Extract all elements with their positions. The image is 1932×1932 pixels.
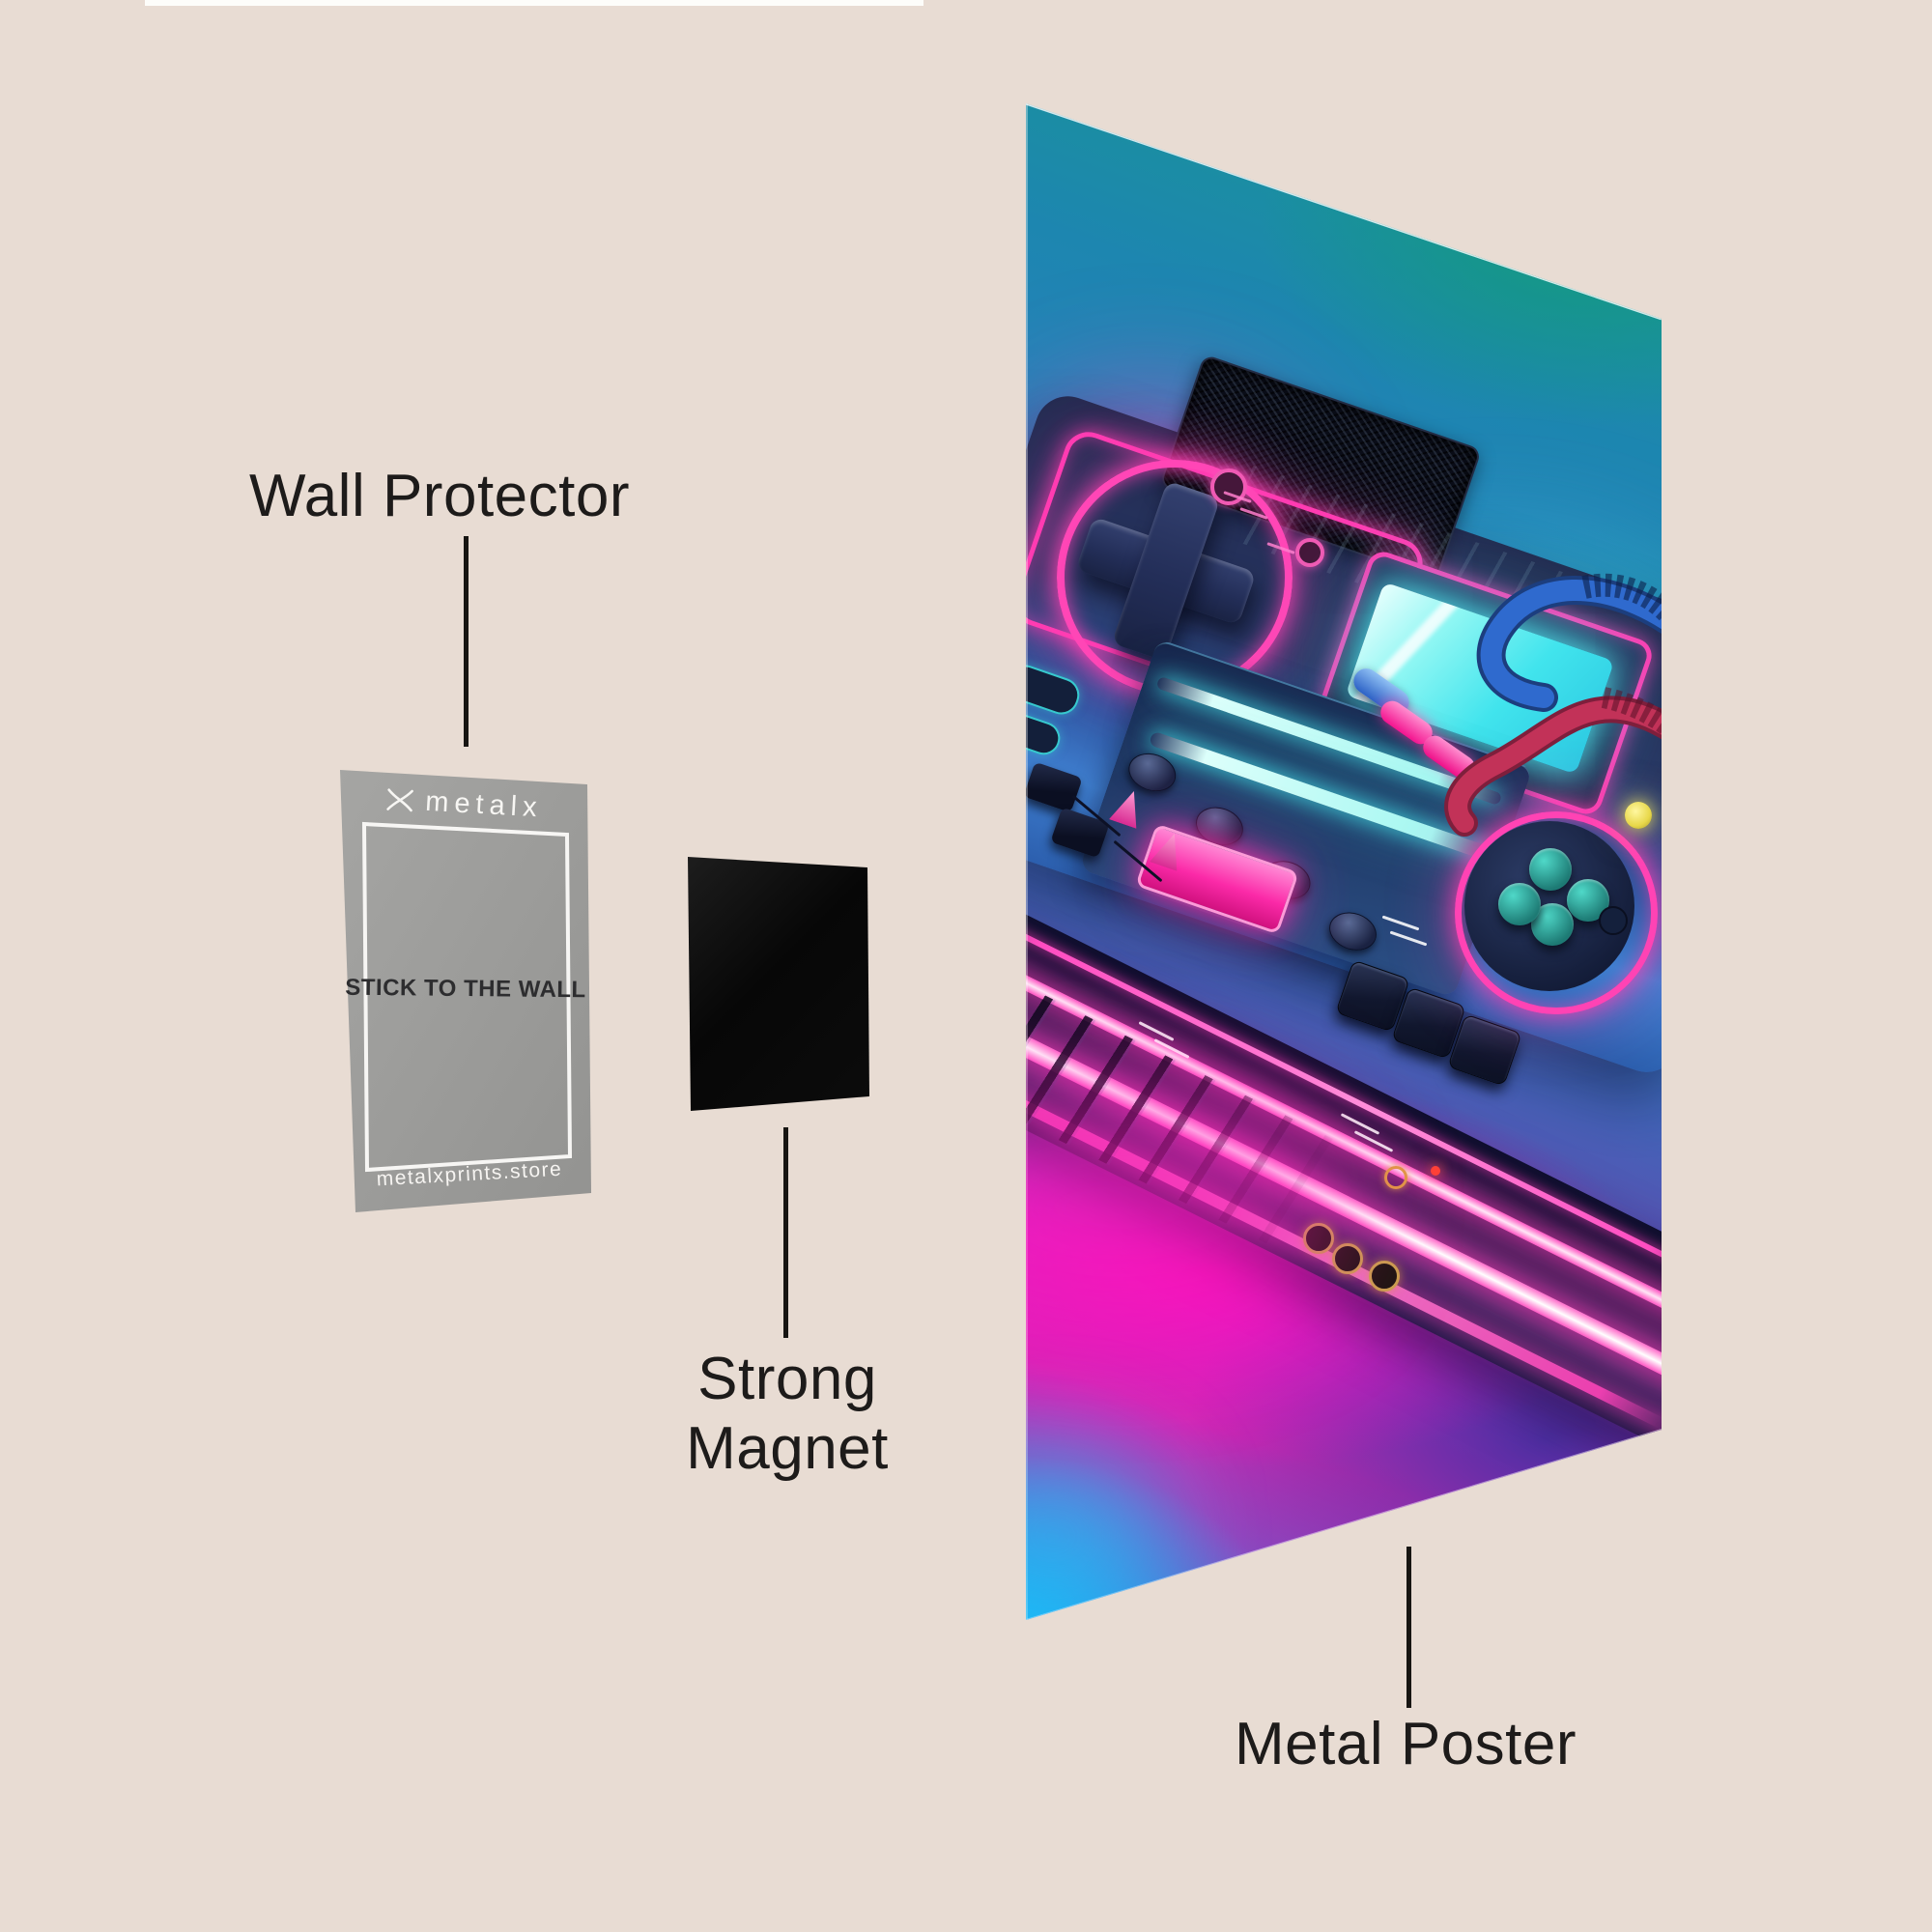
gold-connector [1369, 1261, 1400, 1292]
orange-port-ring [1384, 1166, 1407, 1189]
card-inner-border [361, 821, 573, 1173]
card-brand-text: metalx [424, 785, 544, 824]
blue-cable [1480, 580, 1662, 708]
top-edge-artifact [145, 0, 923, 6]
teal-button [1529, 848, 1572, 891]
label-metal-poster: Metal Poster [1234, 1711, 1577, 1777]
magnet-square [688, 857, 869, 1111]
leader-line-metal-poster [1406, 1547, 1411, 1708]
poster-top-edge [1026, 103, 1662, 321]
label-wall-protector: Wall Protector [248, 463, 630, 529]
leader-line-strong-magnet [783, 1127, 788, 1338]
card-sticker-text: STICK TO THE WALL [345, 974, 586, 1004]
small-round-button [1295, 538, 1324, 567]
wall-protector-card [340, 770, 591, 1212]
red-indicator-led [1431, 1166, 1440, 1176]
label-strong-magnet: Strong Magnet [686, 1346, 889, 1482]
cable-coil [1581, 573, 1662, 627]
control-pad-ring [1455, 811, 1658, 1014]
leader-line-wall-protector [464, 536, 469, 747]
small-dark-button [1599, 906, 1628, 935]
red-cable [1448, 699, 1662, 833]
teal-button [1498, 883, 1541, 925]
card-brand-row: metalx [339, 778, 588, 830]
metalx-logo-icon [386, 788, 414, 812]
yellow-button [1625, 802, 1652, 829]
